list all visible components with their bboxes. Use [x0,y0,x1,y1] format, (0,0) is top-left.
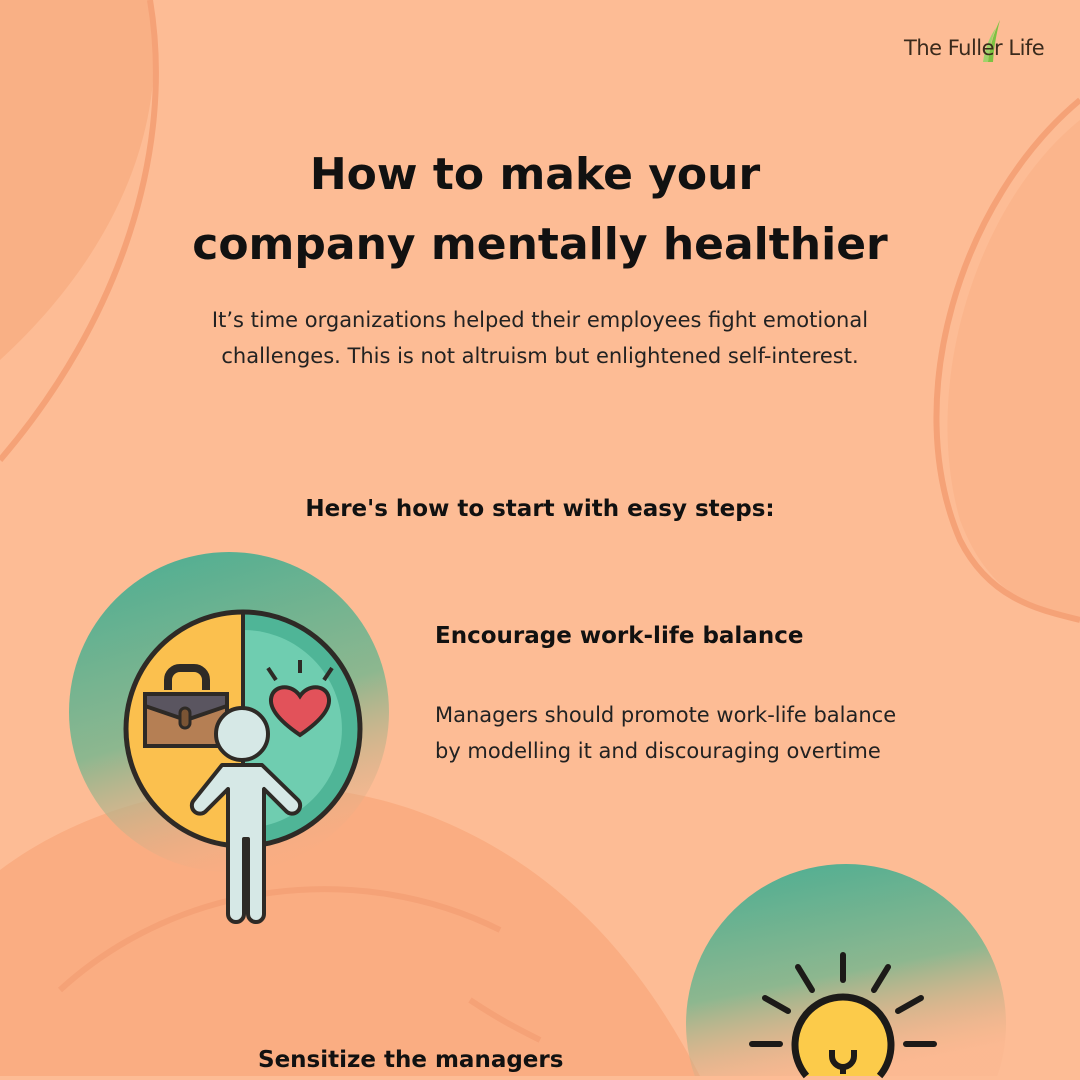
brand-logo: The Fuller Life [904,36,1045,60]
person-icon [189,706,303,924]
page-title: How to make your company mentally health… [192,149,888,270]
logo-grass-icon [983,20,1000,62]
steps-intro: Here's how to start with easy steps: [305,496,775,522]
heart-icon [266,660,334,738]
page-subtitle: It’s time organizations helped their emp… [211,308,869,368]
lightbulb-icon [686,863,1006,1079]
step-title: Encourage work-life balance [435,623,804,649]
work-life-balance-icon [69,552,389,924]
step-title: Sensitize the managers [258,1047,564,1073]
step-body: Managers should promote work-life balanc… [435,703,897,763]
